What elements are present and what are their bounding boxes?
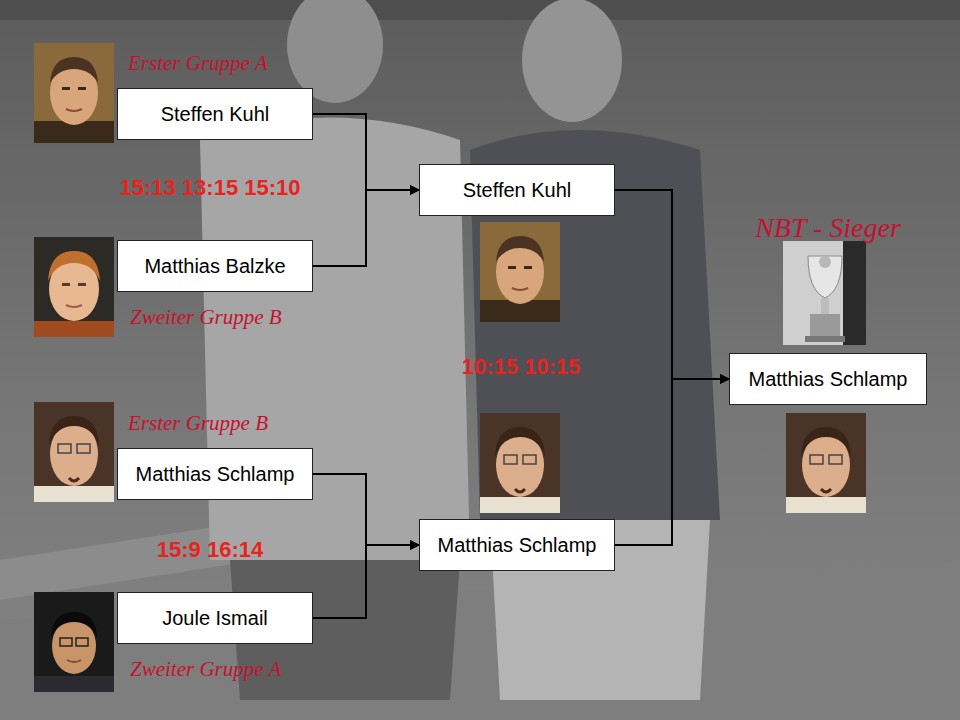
match-score: 10:15 10:15 xyxy=(462,354,581,380)
player-photo xyxy=(480,413,560,513)
player-name: Steffen Kuhl xyxy=(161,103,270,126)
player-box: Erster Gruppe ASteffen Kuhl xyxy=(117,88,313,140)
player-name: Matthias Schlamp xyxy=(749,368,908,391)
trophy-photo xyxy=(783,241,866,345)
player-photo xyxy=(34,592,114,692)
player-box: Matthias Schlamp xyxy=(419,519,615,571)
player-name: Steffen Kuhl xyxy=(463,179,572,202)
bracket-connector xyxy=(615,379,729,545)
player-name: Matthias Schlamp xyxy=(136,463,295,486)
player-name: Matthias Schlamp xyxy=(438,534,597,557)
player-name: Joule Ismail xyxy=(162,607,268,630)
group-rank: Erster Gruppe A xyxy=(128,53,268,74)
player-photo xyxy=(34,402,114,502)
bracket-connector xyxy=(313,114,419,190)
player-box: Steffen Kuhl xyxy=(419,164,615,216)
player-box: Erster Gruppe BMatthias Schlamp xyxy=(117,448,313,500)
bracket-connector xyxy=(313,545,419,618)
player-name: Matthias Balzke xyxy=(144,255,285,278)
player-photo xyxy=(34,237,114,337)
bracket-connector xyxy=(615,190,729,379)
group-rank: Zweiter Gruppe B xyxy=(130,307,282,328)
player-photo xyxy=(786,413,866,513)
bracket-connector xyxy=(313,190,419,266)
group-rank: Erster Gruppe B xyxy=(128,413,268,434)
bracket-connector xyxy=(313,474,419,545)
match-score: 15:13 13:15 15:10 xyxy=(119,175,300,201)
player-photo xyxy=(480,222,560,322)
player-photo xyxy=(34,43,114,143)
winner-heading: NBT - Sieger xyxy=(755,214,901,242)
match-score: 15:9 16:14 xyxy=(157,537,263,563)
player-box: NBT - SiegerMatthias Schlamp xyxy=(729,353,927,405)
player-box: Matthias BalzkeZweiter Gruppe B xyxy=(117,240,313,292)
group-rank: Zweiter Gruppe A xyxy=(130,659,281,680)
player-box: Joule IsmailZweiter Gruppe A xyxy=(117,592,313,644)
